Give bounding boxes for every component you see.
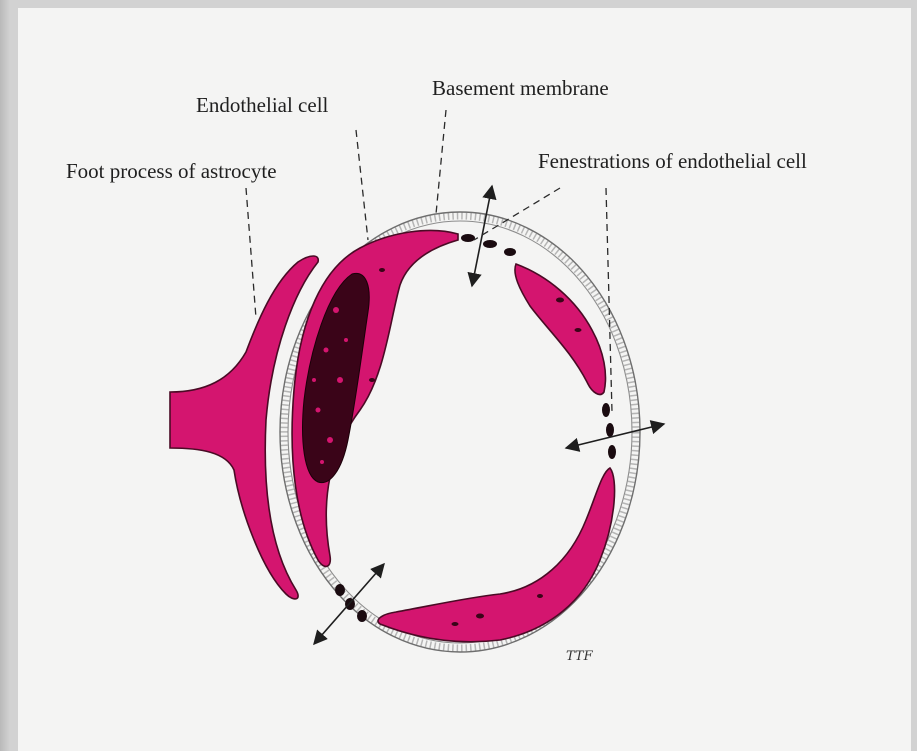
transport-arrow-top	[472, 186, 492, 286]
label-endothelial-cell: Endothelial cell	[196, 93, 329, 117]
label-basement-membrane: Basement membrane	[432, 76, 609, 100]
transport-arrow-right	[566, 424, 664, 448]
endothelial-cell-bottom	[378, 468, 615, 642]
leader-basement-membrane	[436, 110, 446, 214]
label-foot-process: Foot process of astrocyte	[66, 159, 277, 183]
label-fenestrations: Fenestrations of endothelial cell	[538, 149, 807, 173]
leader-endothelial-cell	[356, 130, 368, 240]
artist-signature: TTF	[566, 649, 594, 664]
leader-fenestrations-b	[606, 188, 612, 412]
endothelial-cell-right-upper	[515, 264, 606, 394]
leader-foot-process	[246, 188, 256, 318]
